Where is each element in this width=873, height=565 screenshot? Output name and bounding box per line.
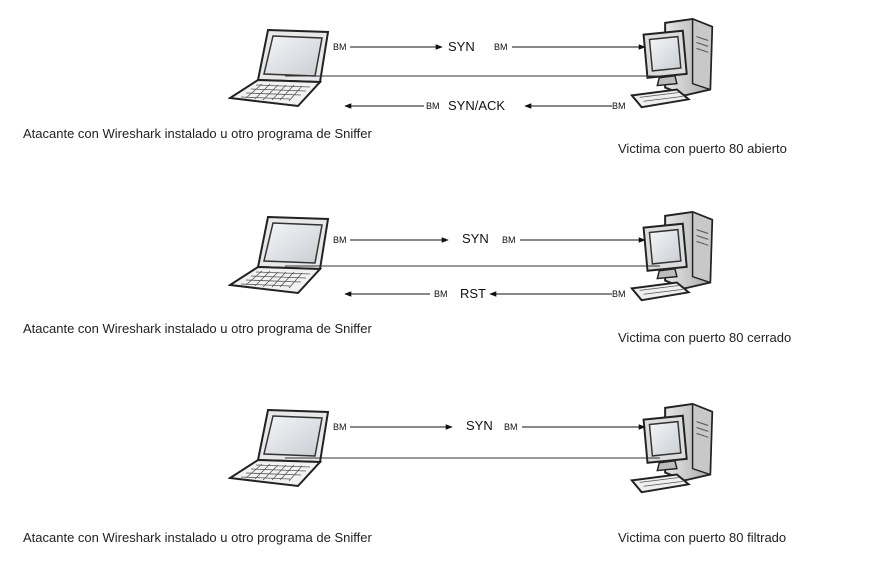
request-marker-right: BM	[504, 422, 518, 432]
request-label: SYN	[466, 418, 493, 433]
victim-computer-icon	[630, 402, 714, 494]
attacker-caption: Atacante con Wireshark instalado u otro …	[23, 321, 372, 336]
attacker-caption: Atacante con Wireshark instalado u otro …	[23, 126, 372, 141]
reply-marker-left: BM	[434, 289, 448, 299]
request-marker-right: BM	[494, 42, 508, 52]
request-marker-right: BM	[502, 235, 516, 245]
victim-computer-icon	[630, 17, 714, 109]
request-label: SYN	[448, 39, 475, 54]
reply-marker-right: BM	[612, 289, 626, 299]
request-marker-left: BM	[333, 42, 347, 52]
request-marker-left: BM	[333, 235, 347, 245]
request-marker-left: BM	[333, 422, 347, 432]
attacker-laptop-icon	[229, 29, 329, 107]
attacker-laptop-icon	[229, 409, 329, 487]
scenario-filtered: BM SYN BM	[229, 402, 714, 494]
victim-computer-icon	[630, 210, 714, 302]
victim-caption: Victima con puerto 80 filtrado	[618, 530, 787, 545]
scenario-closed: BM SYN BM BM RST BM	[229, 210, 714, 302]
scenario-open: BM SYN BM BM SYN/ACK BM	[229, 17, 714, 113]
attacker-caption: Atacante con Wireshark instalado u otro …	[23, 530, 372, 545]
victim-caption: Victima con puerto 80 abierto	[618, 141, 787, 156]
attacker-laptop-icon	[229, 216, 329, 294]
reply-label: RST	[460, 286, 486, 301]
reply-marker-left: BM	[426, 101, 440, 111]
reply-marker-right: BM	[612, 101, 626, 111]
reply-label: SYN/ACK	[448, 98, 505, 113]
request-label: SYN	[462, 231, 489, 246]
victim-caption: Victima con puerto 80 cerrado	[618, 330, 792, 345]
